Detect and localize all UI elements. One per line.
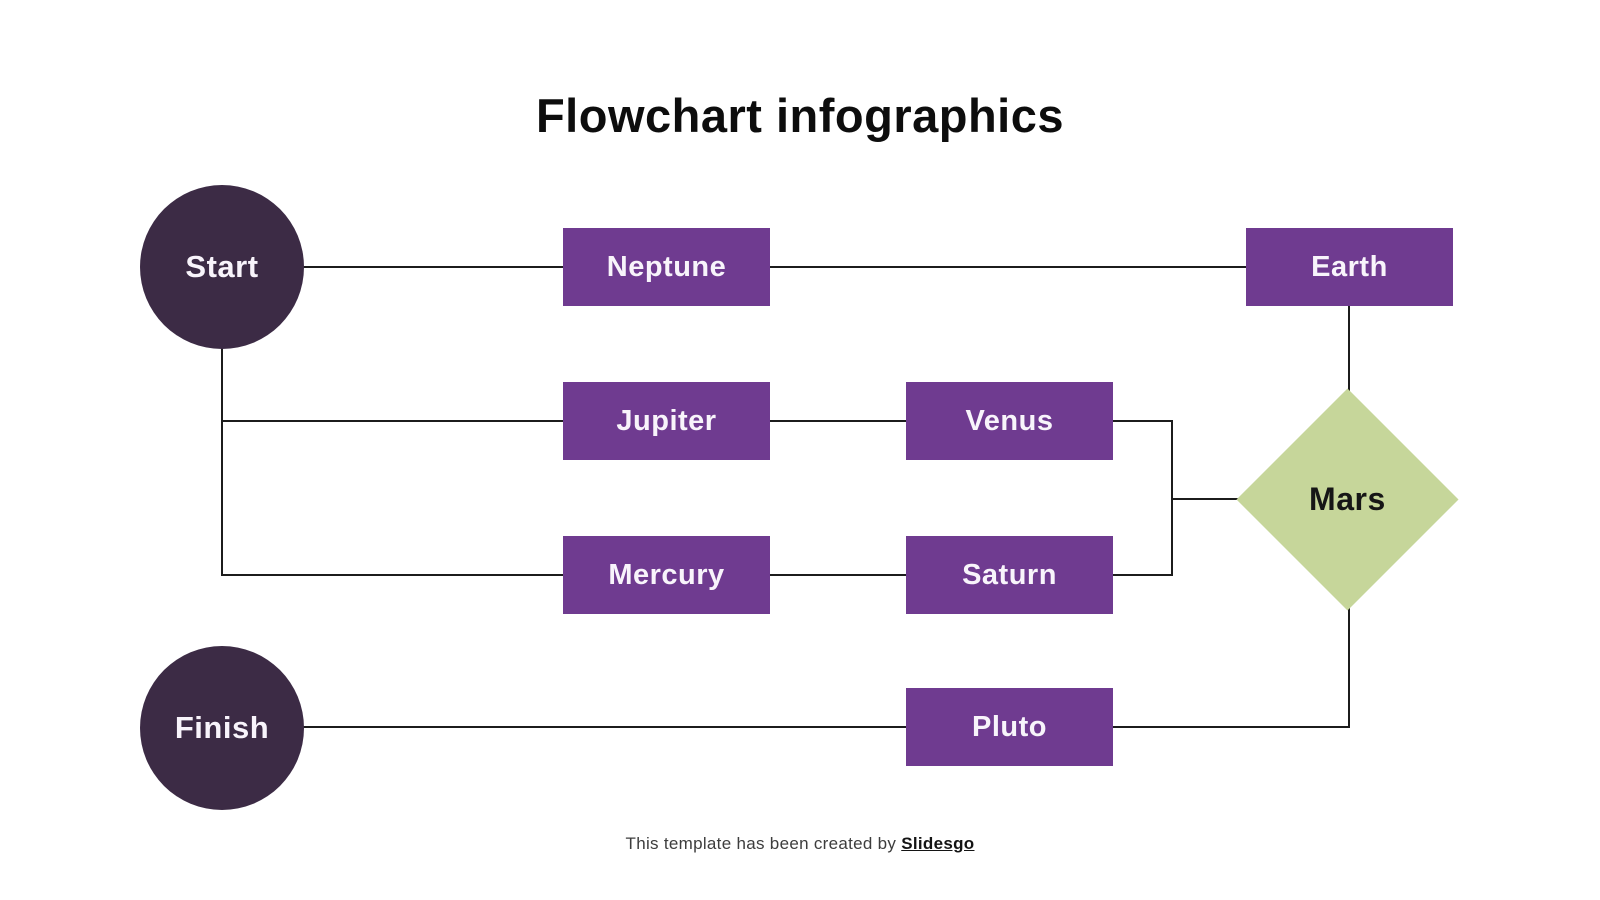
- node-mercury-label: Mercury: [608, 558, 725, 591]
- node-neptune: Neptune: [563, 228, 770, 306]
- node-saturn-label: Saturn: [962, 558, 1057, 591]
- node-venus: Venus: [906, 382, 1113, 460]
- node-pluto-label: Pluto: [972, 710, 1047, 743]
- node-finish-label: Finish: [174, 710, 270, 745]
- node-venus-label: Venus: [965, 404, 1054, 437]
- node-earth: Earth: [1246, 228, 1453, 306]
- node-neptune-label: Neptune: [606, 250, 727, 283]
- node-jupiter-label: Jupiter: [616, 404, 717, 437]
- node-start: Start: [140, 185, 304, 349]
- node-earth-label: Earth: [1311, 250, 1388, 283]
- node-saturn: Saturn: [906, 536, 1113, 614]
- node-mercury: Mercury: [563, 536, 770, 614]
- footer-credit-text: This template has been created by: [625, 834, 897, 853]
- node-mars-label: Mars: [1309, 480, 1386, 517]
- node-jupiter: Jupiter: [563, 382, 770, 460]
- node-finish: Finish: [140, 646, 304, 810]
- node-pluto: Pluto: [906, 688, 1113, 766]
- node-start-label: Start: [185, 249, 259, 284]
- slidesgo-link[interactable]: Slidesgo: [901, 834, 975, 853]
- page-title: Flowchart infographics: [535, 89, 1065, 142]
